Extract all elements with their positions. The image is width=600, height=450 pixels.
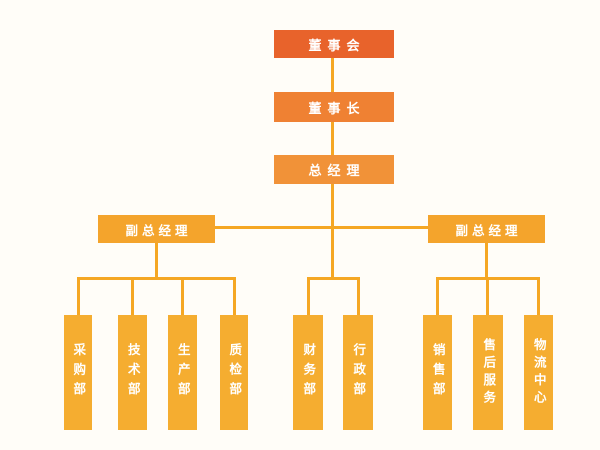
org-node-dept-technology: 技术部 xyxy=(118,315,147,430)
connector-deputy-right-down xyxy=(485,243,488,280)
connector-left-group xyxy=(77,277,236,280)
org-node-dept-aftersales: 售后服务 xyxy=(473,315,503,430)
org-node-dept-logistics: 物流中心 xyxy=(524,315,553,430)
connector-stub xyxy=(436,277,439,315)
org-node-dept-administration: 行政部 xyxy=(343,315,373,430)
org-node-general-manager: 总经理 xyxy=(274,155,394,184)
connector-deputy-left-down xyxy=(155,243,158,280)
org-node-deputy-gm-left-label: 副总经理 xyxy=(125,223,192,238)
dept-label: 技术部 xyxy=(125,343,140,402)
connector-stub xyxy=(357,277,360,315)
dept-label: 售后服务 xyxy=(481,337,496,408)
connector-stub xyxy=(486,277,489,315)
org-node-deputy-gm-left: 副总经理 xyxy=(98,215,215,243)
org-node-deputy-gm-right-label: 副总经理 xyxy=(455,223,522,238)
connector-stub xyxy=(537,277,540,315)
dept-label: 销售部 xyxy=(430,343,445,402)
connector-gm-down xyxy=(331,184,334,279)
org-node-dept-quality: 质检部 xyxy=(220,315,248,430)
org-node-board-label: 董事会 xyxy=(308,37,366,53)
dept-label: 质检部 xyxy=(227,343,242,402)
org-node-chairman: 董事长 xyxy=(274,92,394,122)
org-node-dept-finance: 财务部 xyxy=(293,315,323,430)
connector-stub xyxy=(77,277,80,315)
dept-label: 物流中心 xyxy=(531,337,546,408)
connector-stub xyxy=(233,277,236,315)
connector-gm-deputies xyxy=(215,226,428,229)
connector-middle-group xyxy=(307,277,360,280)
org-node-dept-production: 生产部 xyxy=(168,315,197,430)
dept-label: 财务部 xyxy=(301,343,316,402)
dept-label: 生产部 xyxy=(175,343,190,402)
org-node-dept-sales: 销售部 xyxy=(423,315,452,430)
dept-label: 行政部 xyxy=(351,343,366,402)
connector-board-chairman xyxy=(331,58,334,92)
connector-stub xyxy=(131,277,134,315)
org-node-board: 董事会 xyxy=(274,30,394,58)
org-node-dept-purchasing: 采购部 xyxy=(64,315,92,430)
connector-stub xyxy=(307,277,310,315)
org-node-deputy-gm-right: 副总经理 xyxy=(428,215,545,243)
org-node-general-manager-label: 总经理 xyxy=(308,163,366,178)
org-node-chairman-label: 董事长 xyxy=(308,100,366,116)
connector-chairman-gm xyxy=(331,122,334,155)
dept-label: 采购部 xyxy=(71,343,86,402)
connector-stub xyxy=(181,277,184,315)
